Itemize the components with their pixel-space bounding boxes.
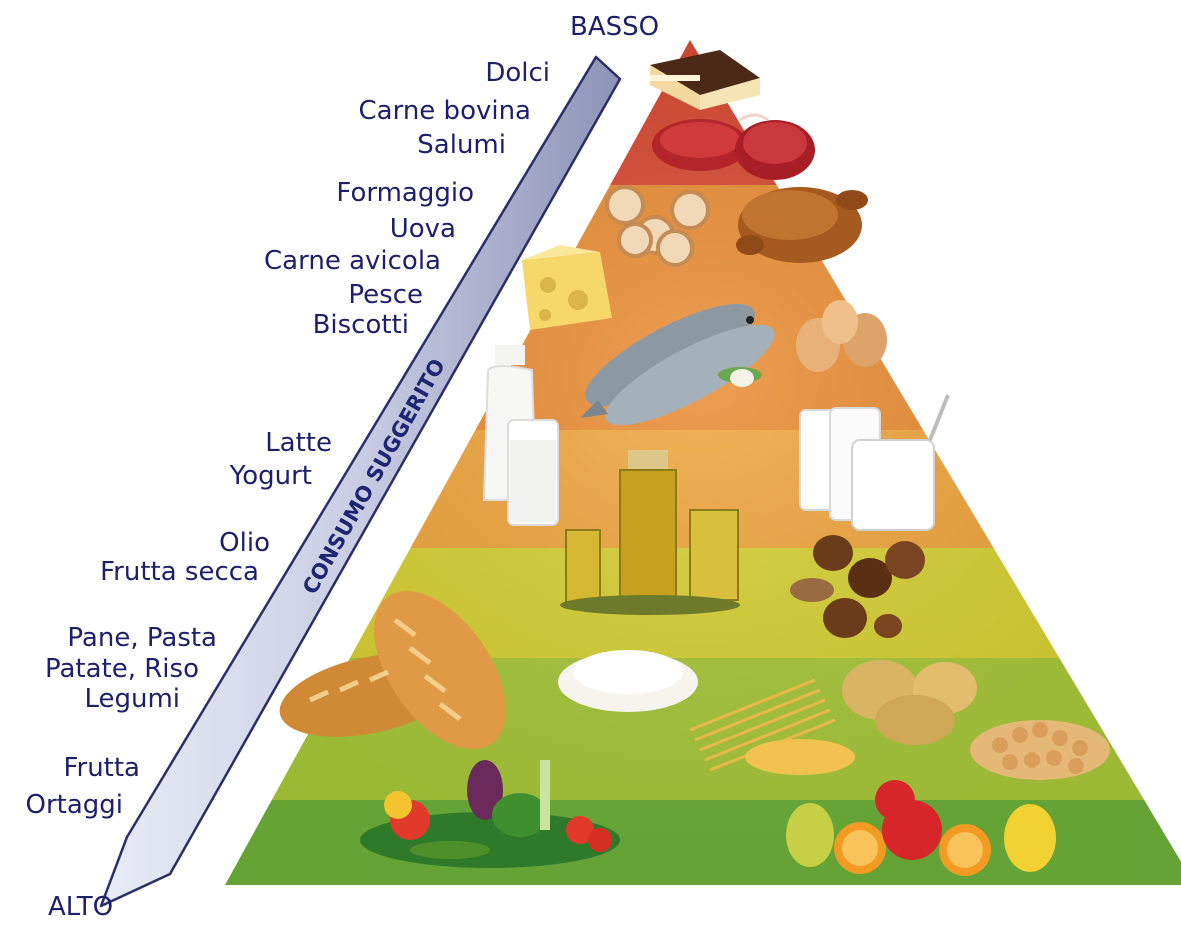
food-label-nuts: Frutta secca <box>100 559 259 585</box>
food-label-cheese: Formaggio <box>336 180 474 206</box>
food-label-oil: Olio <box>219 530 270 556</box>
roast-chicken-icon <box>736 187 868 263</box>
top-label-low: BASSO <box>570 14 659 40</box>
bottom-label-high: ALTO <box>48 894 113 920</box>
food-label-biscuits: Biscotti <box>313 312 409 338</box>
food-label-vegetables: Ortaggi <box>25 792 123 818</box>
food-label-milk: Latte <box>265 430 332 456</box>
food-label-potatoes-rice: Patate, Riso <box>45 656 199 682</box>
food-label-legumes: Legumi <box>84 686 180 712</box>
cheese-icon <box>522 245 612 330</box>
food-label-bread-pasta: Pane, Pasta <box>67 625 217 651</box>
chickpeas-icon <box>970 720 1110 780</box>
food-label-poultry: Carne avicola <box>264 248 441 274</box>
food-label-fruit: Frutta <box>63 755 140 781</box>
food-label-fish: Pesce <box>348 282 423 308</box>
food-label-eggs: Uova <box>390 216 456 242</box>
yogurt-icon <box>800 395 948 530</box>
food-label-cured-meats: Salumi <box>417 132 506 158</box>
food-label-beef: Carne bovina <box>359 98 532 124</box>
food-label-sweets: Dolci <box>485 60 550 86</box>
food-label-yogurt: Yogurt <box>230 463 312 489</box>
